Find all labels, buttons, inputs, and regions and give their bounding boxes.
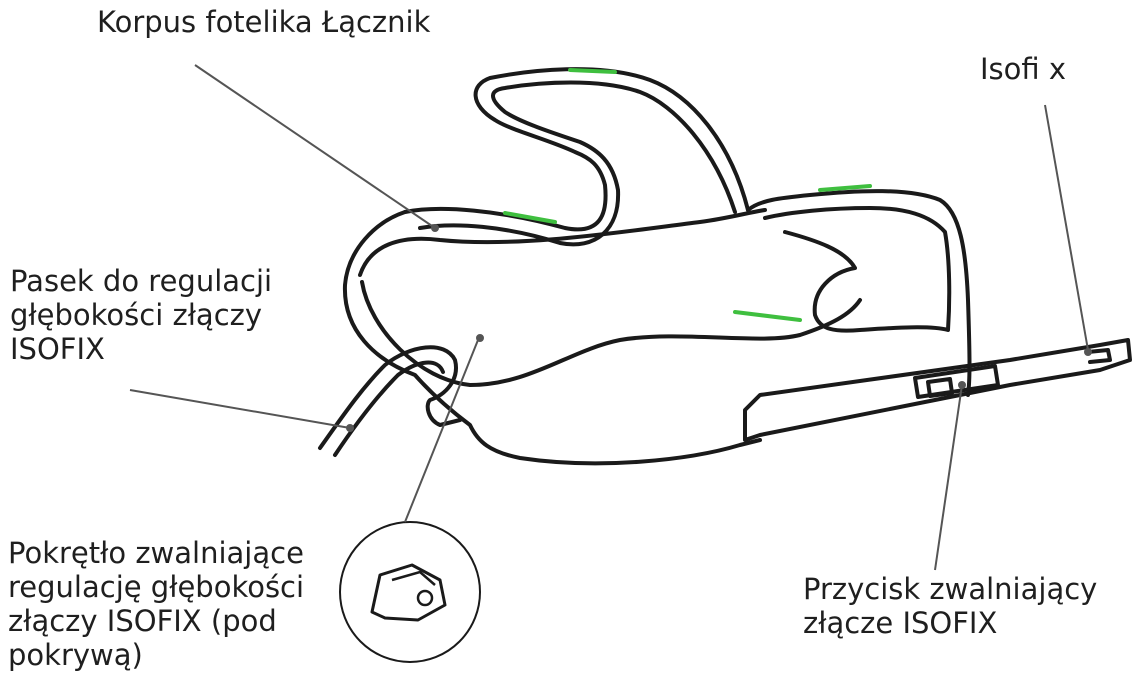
adjust-strap-inner: [333, 360, 445, 457]
accent-mark-right: [733, 310, 802, 322]
seat-body-outline: [342, 210, 762, 466]
leader-isofix: [1044, 104, 1089, 351]
adjust-strap: [318, 345, 462, 450]
leader-korpus: [194, 64, 436, 229]
leader-pasek: [129, 389, 351, 429]
leader-przycisk: [934, 384, 963, 571]
leader-pokretlo-dot: [476, 334, 484, 342]
isofix-button: [926, 377, 954, 398]
right-armrest-inner: [763, 206, 952, 333]
left-armrest: [403, 67, 750, 232]
accent-mark-right-top: [818, 184, 872, 192]
leader-pokretlo: [404, 339, 479, 523]
seat-top-surface: [358, 208, 767, 277]
left-armrest-inner: [418, 80, 737, 247]
isofix-housing: [743, 338, 1132, 442]
isofix-slot: [913, 364, 1000, 399]
leader-korpus-dot: [431, 224, 439, 232]
leader-pasek-dot: [346, 424, 354, 432]
leader-przycisk-dot: [958, 381, 966, 389]
leader-isofix-dot: [1084, 348, 1092, 356]
knob-detail-inset: [339, 521, 481, 663]
accent-mark-left: [503, 211, 557, 224]
right-armrest: [746, 189, 972, 397]
label-isofix: Isofi x: [980, 52, 1067, 86]
label-release-button: Przycisk zwalniający złącze ISOFIX: [803, 572, 1098, 640]
accent-mark-top: [568, 68, 617, 74]
label-release-knob: Pokrętło zwalniające regulację głębokośc…: [8, 536, 305, 672]
isofix-hook: [1086, 348, 1112, 364]
seat-front-edge: [360, 280, 862, 387]
label-depth-adjust-strap: Pasek do regulacji głębokości złączy ISO…: [10, 264, 273, 366]
label-seat-body-connector: Korpus fotelika Łącznik: [97, 5, 431, 39]
